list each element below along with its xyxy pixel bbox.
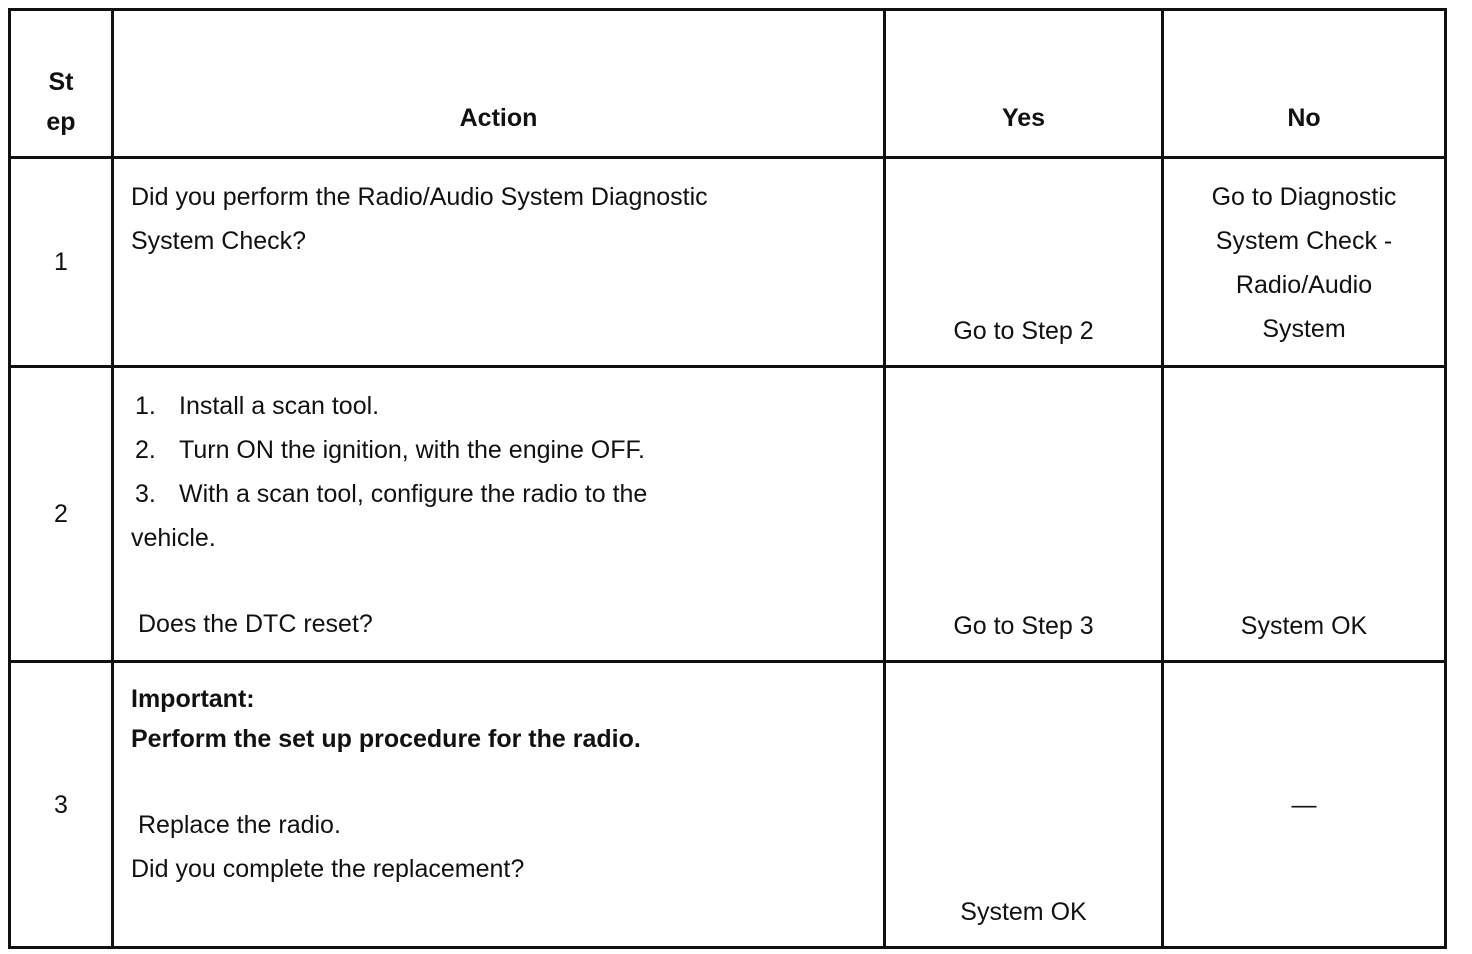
step-number: 2 [8, 365, 114, 663]
action-question: Did you complete the replacement? [131, 855, 525, 883]
list-item-number: 2. [135, 436, 156, 464]
important-text: Perform the set up procedure for the rad… [131, 725, 641, 753]
list-item: 2. Turn ON the ignition, with the engine … [131, 428, 883, 472]
no-line: Go to Diagnostic [1211, 183, 1397, 211]
action-line: Did you perform the Radio/Audio System D… [131, 183, 708, 211]
list-item-text: Install a scan tool. [179, 392, 380, 420]
action-cell: Important: Perform the set up procedure … [111, 660, 886, 949]
diagnostic-table: St ep Action Yes No 1 Did you perform th… [8, 8, 1447, 949]
action-line: System Check? [131, 227, 307, 255]
list-item: 3. With a scan tool, configure the radio … [131, 472, 883, 516]
header-step-line-2: ep [46, 108, 76, 136]
no-cell: — [1161, 660, 1447, 949]
table-row: 3 Important: Perform the set up procedur… [8, 660, 1447, 949]
no-dash: — [1291, 790, 1317, 819]
action-cell: 1. Install a scan tool. 2. Turn ON the ign… [111, 365, 886, 663]
action-text: Replace the radio. [138, 811, 341, 839]
action-question: Does the DTC reset? [138, 610, 373, 638]
no-line: System [1262, 315, 1346, 343]
header-step: St ep [8, 8, 114, 159]
list-item-number: 1. [135, 392, 156, 420]
list-item-text: Turn ON the ignition, with the engine OF… [179, 436, 645, 464]
yes-cell: Go to Step 3 [883, 365, 1164, 663]
table-row: 1 Did you perform the Radio/Audio System… [8, 156, 1447, 368]
action-wrap-text: vehicle. [131, 524, 216, 552]
header-yes: Yes [883, 8, 1164, 159]
header-action: Action [111, 8, 886, 159]
step-number: 3 [8, 660, 114, 949]
no-cell: Go to Diagnostic System Check - Radio/Au… [1161, 156, 1447, 368]
no-line: System Check - [1215, 227, 1393, 255]
table-header-row: St ep Action Yes No [8, 8, 1447, 159]
step-number: 1 [8, 156, 114, 368]
important-label: Important: [131, 685, 255, 713]
header-no: No [1161, 8, 1447, 159]
table-row: 2 1. Install a scan tool. 2. Turn ON the i… [8, 365, 1447, 663]
list-item-number: 3. [135, 480, 156, 508]
no-cell: System OK [1161, 365, 1447, 663]
list-item: 1. Install a scan tool. [131, 384, 883, 428]
no-line: Radio/Audio [1235, 271, 1373, 299]
action-step-list: 1. Install a scan tool. 2. Turn ON the ign… [131, 384, 883, 516]
yes-cell: Go to Step 2 [883, 156, 1164, 368]
header-step-line-1: St [48, 68, 74, 96]
action-cell: Did you perform the Radio/Audio System D… [111, 156, 886, 368]
yes-cell: System OK [883, 660, 1164, 949]
list-item-text: With a scan tool, configure the radio to… [179, 480, 648, 508]
